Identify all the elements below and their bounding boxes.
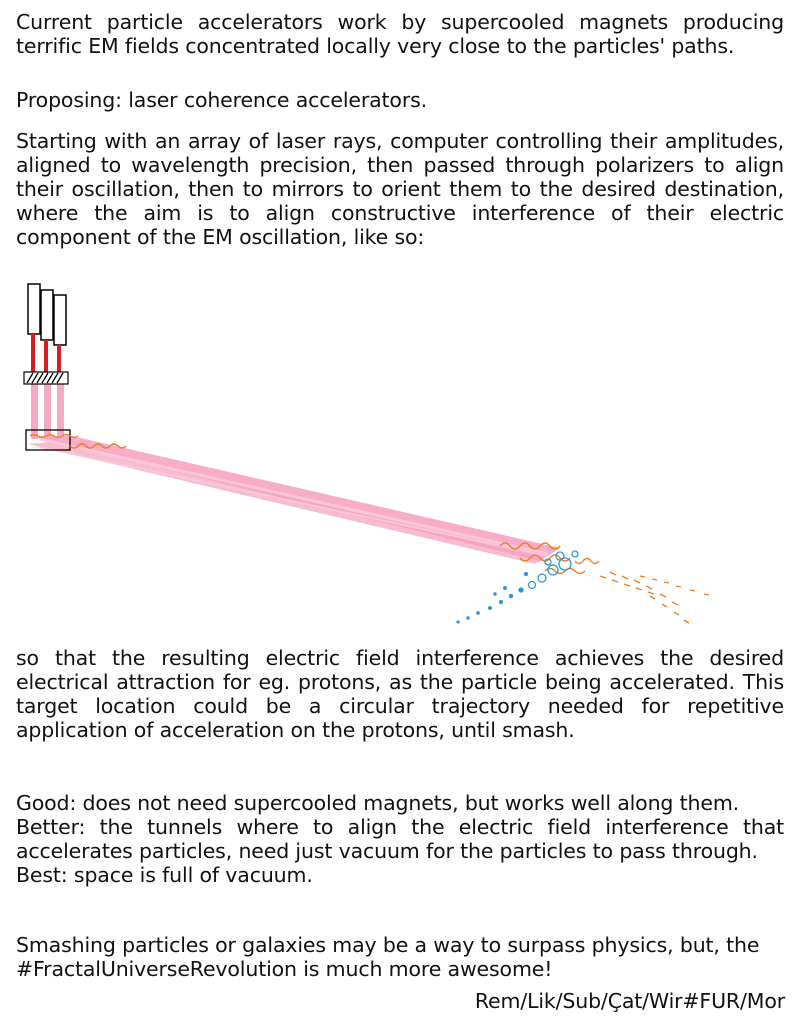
signature-line: Rem/Lik/Sub/Çat/Wir#FUR/Mor <box>474 989 785 1013</box>
paragraph-method: Starting with an array of laser rays, co… <box>16 129 784 249</box>
mirror-icon <box>25 429 71 451</box>
benefit-better: Better: the tunnels where to align the e… <box>16 815 784 863</box>
paragraph-result: so that the resulting electric field int… <box>16 646 784 742</box>
paragraph-intro: Current particle accelerators work by su… <box>16 10 784 58</box>
benefit-good: Good: does not need supercooled magnets,… <box>16 791 740 815</box>
benefit-best: Best: space is full of vacuum. <box>16 863 313 887</box>
laser-emitter-icon <box>27 283 67 372</box>
polarizer-icon <box>23 371 69 385</box>
laser-beam-icon <box>28 384 560 564</box>
particle-icon <box>456 550 579 624</box>
interference-wave-icon <box>29 433 710 624</box>
paragraph-closing: Smashing particles or galaxies may be a … <box>16 933 760 981</box>
benefits-list: Good: does not need supercooled magnets,… <box>16 791 784 887</box>
laser-accelerator-diagram <box>0 276 801 636</box>
paragraph-proposal: Proposing: laser coherence accelerators. <box>16 88 427 112</box>
